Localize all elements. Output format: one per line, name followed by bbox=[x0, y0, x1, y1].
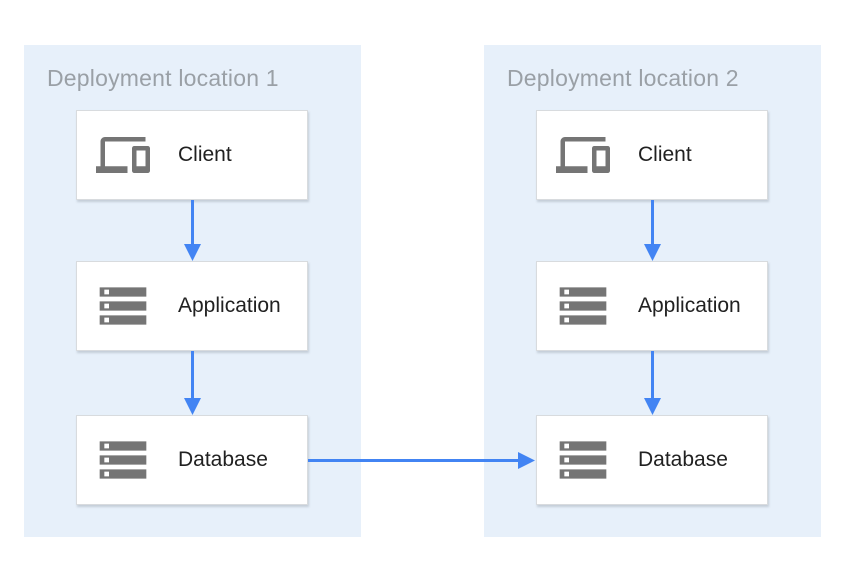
node-label: Client bbox=[178, 143, 232, 166]
node-label: Client bbox=[638, 143, 692, 166]
client-node: Client bbox=[536, 110, 768, 200]
node-label: Database bbox=[178, 448, 268, 471]
node-label: Database bbox=[638, 448, 728, 471]
panel-title: Deployment location 2 bbox=[507, 65, 739, 91]
node-label: Application bbox=[638, 294, 741, 317]
storage-icon bbox=[553, 278, 613, 334]
node-label: Application bbox=[178, 294, 281, 317]
database-node: Database bbox=[76, 415, 308, 505]
deployment-location-2-panel: Deployment location 2 Client Application bbox=[484, 45, 821, 537]
application-node: Application bbox=[536, 261, 768, 351]
panel-title: Deployment location 1 bbox=[47, 65, 279, 91]
database-node: Database bbox=[536, 415, 768, 505]
storage-icon bbox=[93, 278, 153, 334]
client-node: Client bbox=[76, 110, 308, 200]
application-node: Application bbox=[76, 261, 308, 351]
storage-icon bbox=[93, 432, 153, 488]
devices-icon bbox=[553, 128, 613, 182]
storage-icon bbox=[553, 432, 613, 488]
devices-icon bbox=[93, 128, 153, 182]
deployment-location-1-panel: Deployment location 1 Client Application bbox=[24, 45, 361, 537]
